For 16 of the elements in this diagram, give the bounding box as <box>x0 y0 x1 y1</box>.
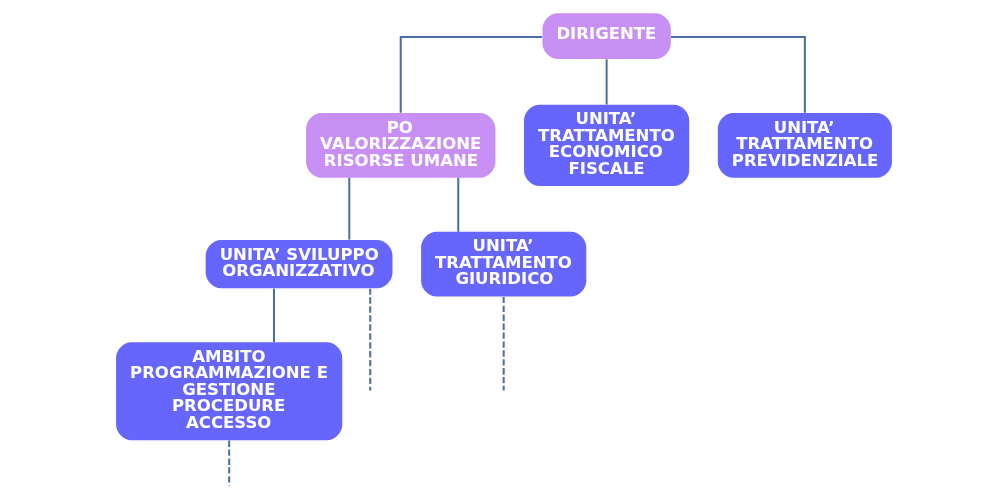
connector <box>456 177 459 232</box>
connector <box>605 59 608 105</box>
connector <box>502 296 505 391</box>
node-box: UNITA’ SVILUPPO ORGANIZZATIVO <box>205 240 392 289</box>
connector <box>670 35 806 113</box>
node-box: PO VALORIZZAZIONE RISORSE UMANE <box>305 112 495 178</box>
connector <box>347 177 350 240</box>
node-box: AMBITO PROGRAMMAZIONE E GESTIONE PROCEDURE ACCESSO <box>115 342 342 441</box>
connector <box>399 35 542 113</box>
node-box: UNITA’ TRATTAMENTO PREVIDENZIALE <box>717 112 892 178</box>
node-box: UNITA’ TRATTAMENTO ECONOMICO FISCALE <box>523 104 689 186</box>
connector <box>368 288 371 391</box>
node-box: UNITA’ TRATTAMENTO GIURIDICO <box>420 231 586 297</box>
node-box: DIRIGENTE <box>541 13 671 59</box>
connector <box>272 288 275 343</box>
connector <box>227 440 230 486</box>
